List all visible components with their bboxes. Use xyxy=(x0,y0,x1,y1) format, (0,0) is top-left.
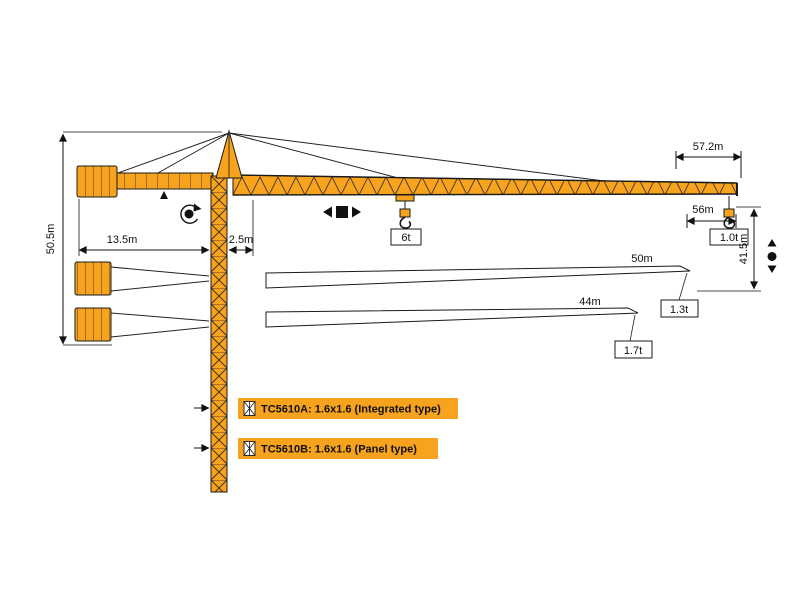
model-label-a: TC5610A: 1.6x1.6 (Integrated type) xyxy=(194,398,458,419)
tie-bar-line xyxy=(228,132,399,179)
alt-jib-44m: 44m 1.7t xyxy=(265,296,653,359)
model-b-text: TC5610B: 1.6x1.6 (Panel type) xyxy=(261,444,417,456)
dim-56m-text: 56m xyxy=(692,204,713,216)
tower-head xyxy=(215,129,243,179)
tip-hook xyxy=(723,196,736,229)
trolley-travel-icon xyxy=(323,206,361,218)
counterweight-option-2 xyxy=(74,307,210,342)
mast-section-icon xyxy=(243,441,256,456)
dim-56m: 56m xyxy=(686,204,737,228)
main-jib xyxy=(232,174,738,196)
dim-13-5m-text: 13.5m xyxy=(107,234,138,246)
dim-41-5m-text: 41.5m xyxy=(738,234,750,265)
counterweight-block xyxy=(76,165,118,198)
counter-jib-marker-icon xyxy=(160,191,168,199)
load-1-7t-text: 1.7t xyxy=(624,345,642,357)
load-label-6t: 6t xyxy=(390,228,422,246)
tower-mast xyxy=(210,175,228,493)
tie-bar-line xyxy=(157,132,230,174)
dim-57-2m-text: 57.2m xyxy=(693,141,724,153)
tie-bar-line xyxy=(117,132,230,174)
dim-2-5m-text: 2.5m xyxy=(229,234,253,246)
load-1-0t-text: 1.0t xyxy=(720,232,738,244)
counter-jib xyxy=(112,172,214,190)
alt-jib-50m: 50m 1.3t xyxy=(265,253,699,318)
dim-50-5m-text: 50.5m xyxy=(45,224,57,255)
dim-57-2m: 57.2m xyxy=(675,141,742,178)
load-6t-text: 6t xyxy=(401,232,410,244)
counterweight-option-1 xyxy=(74,261,210,296)
tie-bars xyxy=(117,132,613,183)
mast-section-icon xyxy=(243,401,256,416)
load-label-1-0t: 1.0t xyxy=(709,228,749,246)
tie-bar-line xyxy=(228,132,613,183)
dim-50-5m: 50.5m xyxy=(45,131,222,346)
dim-50m-text: 50m xyxy=(631,253,652,265)
dim-44m-text: 44m xyxy=(579,296,600,308)
model-a-text: TC5610A: 1.6x1.6 (Integrated type) xyxy=(261,404,441,416)
dim-2-5m: 2.5m xyxy=(228,200,254,256)
dim-41-5m: 41.5m xyxy=(697,206,761,292)
load-1-3t-text: 1.3t xyxy=(670,304,688,316)
hook-lift-icon xyxy=(767,239,777,273)
dim-13-5m: 13.5m xyxy=(78,199,210,256)
model-label-b: TC5610B: 1.6x1.6 (Panel type) xyxy=(194,438,438,459)
slewing-icon xyxy=(180,203,202,224)
trolley-hook xyxy=(395,194,415,229)
